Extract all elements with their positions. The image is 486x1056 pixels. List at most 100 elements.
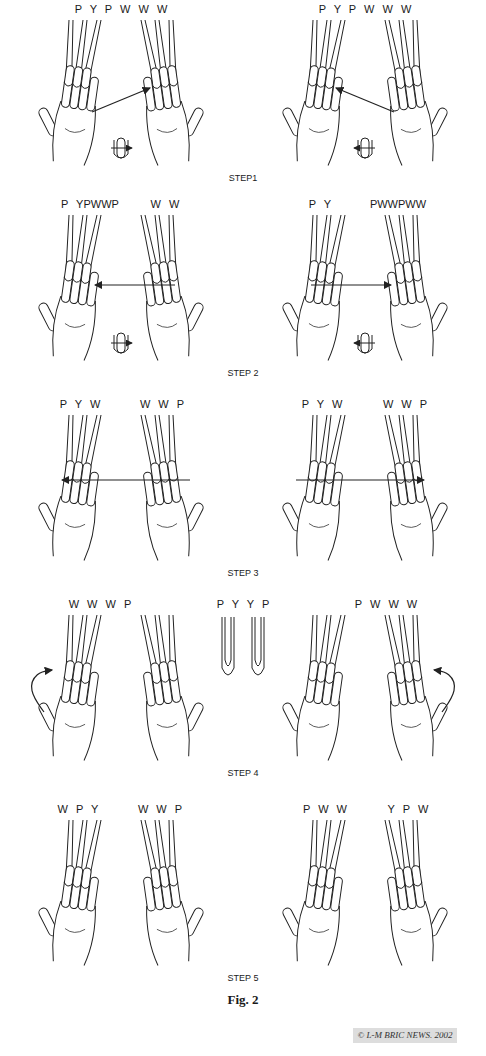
finger-loop bbox=[161, 83, 170, 87]
finger-loop bbox=[152, 679, 161, 683]
step-label: STEP 2 bbox=[227, 367, 260, 380]
hand bbox=[140, 257, 212, 361]
finger-loop bbox=[316, 883, 325, 887]
palm-crease bbox=[309, 127, 329, 134]
step-label: STEP 5 bbox=[227, 972, 260, 985]
finger-loop bbox=[396, 84, 405, 88]
color-letters: W W W P bbox=[68, 598, 133, 611]
finger-loop bbox=[325, 84, 334, 88]
finger-loop bbox=[413, 277, 422, 281]
finger bbox=[143, 672, 156, 707]
finger-loop bbox=[161, 883, 170, 887]
hand bbox=[31, 862, 103, 966]
finger-loop bbox=[64, 677, 73, 681]
inset-loop bbox=[114, 335, 128, 353]
finger-loop bbox=[396, 279, 405, 283]
finger-loop bbox=[405, 83, 414, 87]
finger-loop bbox=[152, 84, 161, 88]
finger bbox=[330, 272, 343, 307]
loop-inset bbox=[111, 333, 132, 353]
palm-crease bbox=[309, 522, 329, 529]
hands bbox=[31, 62, 456, 966]
finger-loop bbox=[161, 278, 170, 282]
color-letters: P W W W bbox=[354, 598, 418, 611]
move-arrow bbox=[62, 479, 190, 480]
copyright-note: © L-M BRIC NEWS. 2002 bbox=[353, 1028, 456, 1043]
hand bbox=[140, 62, 212, 166]
loops-and-arrows bbox=[32, 82, 455, 888]
hand bbox=[140, 657, 212, 761]
color-letters: W W P bbox=[137, 803, 183, 816]
hand bbox=[384, 257, 456, 361]
color-letters: W P Y bbox=[57, 803, 100, 816]
hand bbox=[275, 862, 347, 966]
palm-crease bbox=[401, 522, 421, 529]
color-letters: P Y W bbox=[301, 398, 344, 411]
color-letters: P Y Y P bbox=[216, 598, 271, 611]
finger-loop bbox=[81, 84, 90, 88]
palm-crease bbox=[157, 927, 177, 934]
released-loop bbox=[255, 617, 261, 666]
move-arrow bbox=[95, 284, 175, 285]
released-loop bbox=[252, 617, 264, 675]
step-label: STEP 3 bbox=[227, 567, 260, 580]
hand bbox=[384, 657, 456, 761]
hand bbox=[31, 62, 103, 166]
finger-loop bbox=[316, 678, 325, 682]
finger-loop bbox=[413, 677, 422, 681]
palm-crease bbox=[65, 522, 85, 529]
color-letters: W W P bbox=[139, 398, 185, 411]
finger-loop bbox=[64, 882, 73, 886]
finger-loop bbox=[396, 884, 405, 888]
finger bbox=[86, 77, 99, 112]
finger bbox=[86, 472, 99, 507]
finger bbox=[143, 77, 156, 112]
hand bbox=[31, 657, 103, 761]
finger bbox=[387, 472, 400, 507]
hand bbox=[275, 457, 347, 561]
finger bbox=[330, 77, 343, 112]
color-letters: PWWPWW bbox=[369, 198, 427, 211]
finger-loop bbox=[72, 883, 81, 887]
loop-inset bbox=[354, 138, 375, 158]
finger-loop bbox=[81, 279, 90, 283]
released-loop bbox=[225, 617, 231, 666]
finger-loop bbox=[405, 678, 414, 682]
finger bbox=[387, 272, 400, 307]
move-arrow bbox=[92, 88, 150, 112]
color-letters: W W bbox=[150, 198, 181, 211]
hand bbox=[384, 62, 456, 166]
finger-loop bbox=[81, 679, 90, 683]
move-arrow bbox=[434, 670, 454, 712]
released-loop bbox=[222, 617, 234, 675]
palm-crease bbox=[65, 722, 85, 729]
hand bbox=[275, 657, 347, 761]
finger-loop bbox=[72, 278, 81, 282]
finger-loop bbox=[325, 279, 334, 283]
finger-loop bbox=[169, 882, 178, 886]
palm-crease bbox=[65, 127, 85, 134]
finger-loop bbox=[169, 277, 178, 281]
palm-crease bbox=[309, 322, 329, 329]
palm-crease bbox=[401, 722, 421, 729]
palm-crease bbox=[401, 127, 421, 134]
finger bbox=[330, 472, 343, 507]
inset-loop bbox=[358, 335, 372, 353]
finger bbox=[143, 472, 156, 507]
inset-arrow bbox=[111, 148, 132, 149]
finger bbox=[330, 672, 343, 707]
palm-crease bbox=[401, 322, 421, 329]
finger bbox=[86, 672, 99, 707]
color-letters: P Y W bbox=[59, 398, 102, 411]
finger bbox=[86, 272, 99, 307]
hand bbox=[275, 62, 347, 166]
color-letters: P W W bbox=[302, 803, 348, 816]
finger bbox=[86, 877, 99, 912]
finger bbox=[143, 877, 156, 912]
finger bbox=[143, 272, 156, 307]
loop-inset bbox=[111, 138, 132, 158]
finger-loop bbox=[405, 278, 414, 282]
palm-crease bbox=[309, 722, 329, 729]
palm-crease bbox=[157, 322, 177, 329]
